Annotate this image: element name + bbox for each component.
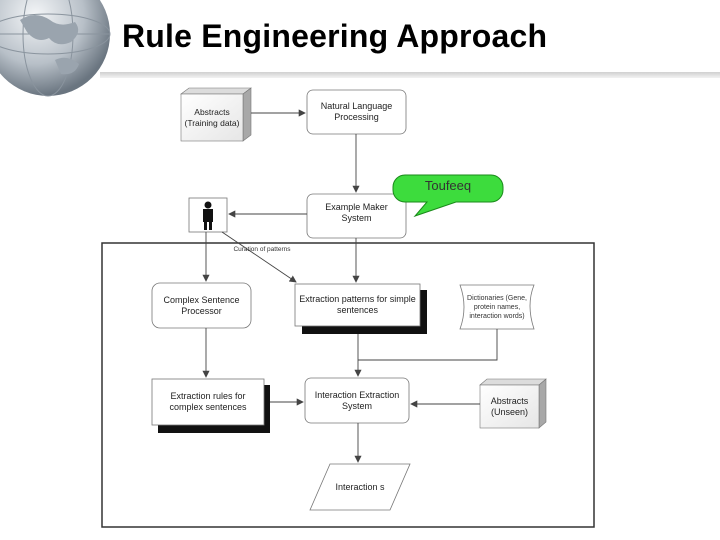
globe-logo — [0, 0, 111, 97]
abstracts-unseen-label: Abstracts (Unseen) — [490, 395, 529, 417]
abstracts-unseen-box — [479, 378, 547, 429]
arrow-person-patterns — [221, 231, 297, 283]
interactions-label: Interaction s — [335, 481, 385, 492]
toufeeq-callout — [392, 174, 504, 218]
curation-label: Curation of patterns — [233, 245, 291, 253]
extraction-rules-box — [151, 378, 265, 426]
nlp-box — [306, 89, 407, 135]
abstracts-training-label: Abstracts (Training data) — [184, 106, 240, 128]
example-maker-box — [306, 193, 407, 239]
extraction-rules-label: Extraction rules for complex sentences — [169, 391, 247, 412]
nlp-label: Natural Language Processing — [320, 101, 393, 122]
example-maker-label: Example Maker System — [325, 202, 388, 223]
abstracts-training-box — [180, 87, 252, 142]
extraction-patterns-box — [294, 283, 421, 327]
arrow-dict-ies — [358, 329, 498, 361]
callout-label: Toufeeq — [424, 178, 472, 193]
title-underline — [100, 72, 720, 78]
interaction-extraction-box — [304, 377, 410, 424]
dictionaries-label: Dictionaries (Gene, protein names, inter… — [467, 294, 527, 320]
interactions-box — [309, 463, 411, 511]
slide-title: Rule Engineering Approach — [122, 18, 548, 54]
complex-sentence-box — [151, 282, 252, 329]
complex-sentence-label: Complex Sentence Processor — [163, 294, 240, 316]
extraction-patterns-label: Extraction patterns for simple sentences — [299, 294, 416, 315]
person-icon — [188, 197, 228, 233]
interaction-extraction-label: Interaction Extraction System — [314, 389, 400, 411]
dictionaries-box — [459, 284, 535, 330]
